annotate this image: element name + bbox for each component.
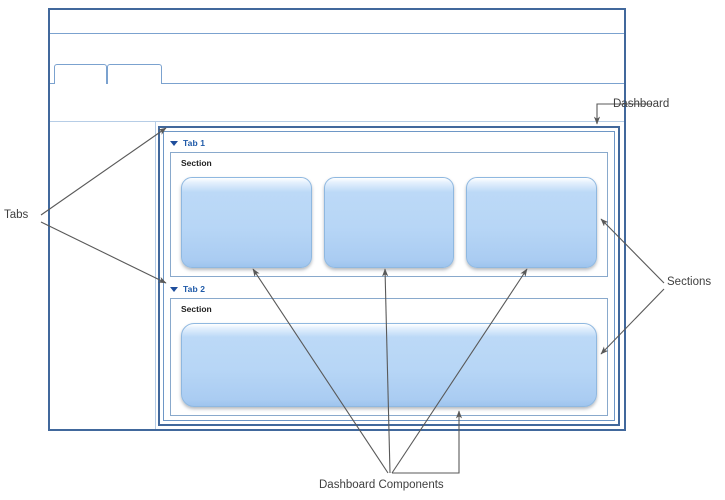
- dashboard-component-4[interactable]: [181, 323, 597, 407]
- toolbar: [50, 84, 624, 122]
- sidebar-panel: [50, 122, 156, 429]
- window-title-bar: [50, 10, 624, 34]
- menu-bar: [50, 34, 624, 62]
- application-body: Tab 1 Section Tab 2 Section: [50, 122, 624, 429]
- annotation-label-sections: Sections: [667, 276, 712, 288]
- dashboard-tab-1-label: Tab 1: [183, 137, 206, 148]
- application-tab-1[interactable]: [54, 64, 107, 84]
- dashboard-section-2: Section: [170, 298, 608, 416]
- dashboard-component-2[interactable]: [323, 177, 455, 268]
- dashboard-tab-2-label: Tab 2: [183, 283, 206, 294]
- dashboard: Tab 1 Section Tab 2 Section: [158, 126, 620, 426]
- dashboard-tab-1[interactable]: Tab 1: [170, 136, 608, 150]
- dashboard-section-1: Section: [170, 152, 608, 277]
- dashboard-tab-2[interactable]: Tab 2: [170, 282, 608, 296]
- application-tab-2[interactable]: [107, 64, 162, 84]
- application-tab-strip: [50, 62, 624, 84]
- application-window: Tab 1 Section Tab 2 Section: [48, 8, 626, 431]
- annotation-label-tabs: Tabs: [4, 209, 29, 221]
- annotation-label-components: Dashboard Components: [319, 479, 444, 491]
- caret-down-icon: [170, 286, 178, 292]
- dashboard-component-3[interactable]: [466, 177, 598, 268]
- dashboard-inner-frame: Tab 1 Section Tab 2 Section: [163, 131, 615, 421]
- dashboard-component-1[interactable]: [181, 177, 312, 268]
- section-1-component-row: [181, 177, 598, 268]
- caret-down-icon: [170, 140, 178, 146]
- section-1-title: Section: [181, 158, 212, 168]
- section-2-title: Section: [181, 304, 212, 314]
- section-2-component-row: [181, 323, 597, 407]
